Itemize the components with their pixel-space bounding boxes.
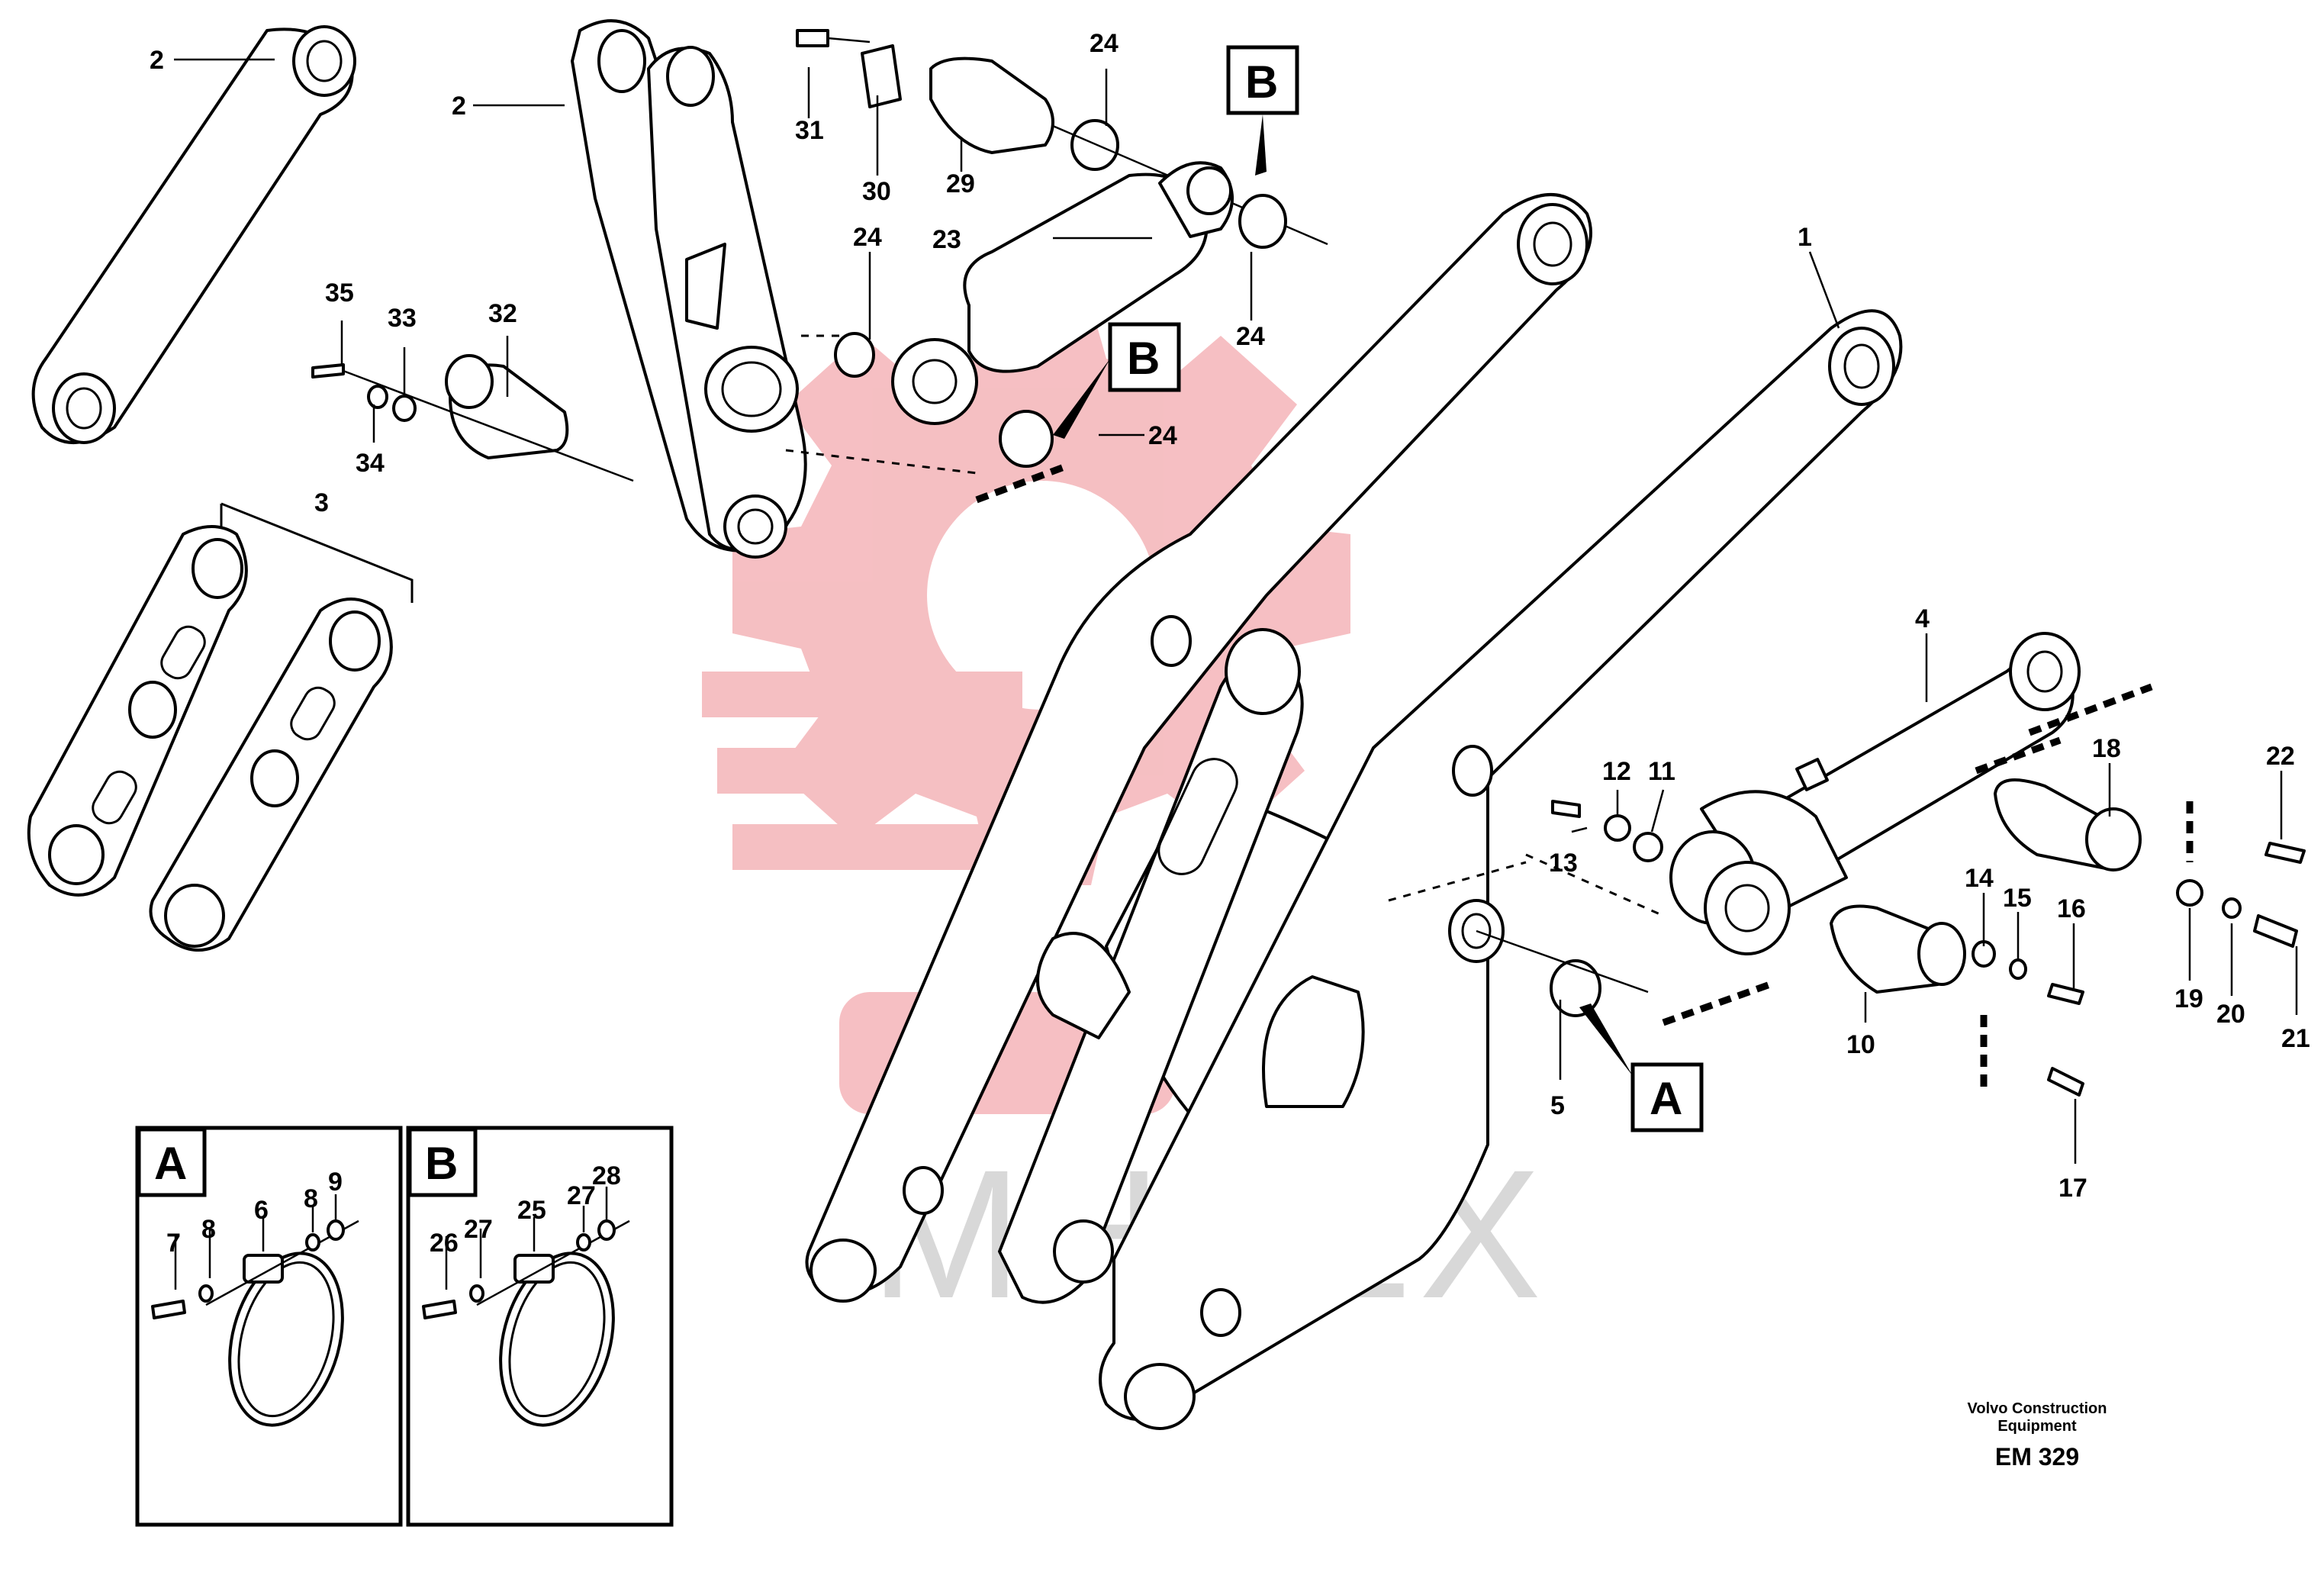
detail-a-label-6: 6 <box>254 1196 269 1225</box>
detail-b-title: B <box>425 1138 458 1189</box>
plates-bracket <box>220 502 414 603</box>
link-assembly-part-2 <box>571 19 807 559</box>
detail-a-label-8-right: 8 <box>304 1184 318 1213</box>
pins-and-bolts-right <box>1448 778 2306 1097</box>
callout-11: 11 <box>1648 757 1675 786</box>
callout-32: 32 <box>488 299 517 328</box>
pin-32-and-bolts <box>311 354 634 482</box>
callout-13: 13 <box>1549 849 1578 878</box>
guide-lines <box>785 334 2194 1091</box>
callout-15: 15 <box>2003 884 2032 913</box>
detail-a-box: A 7 8 6 8 9 <box>135 1126 403 1527</box>
marker-a: A <box>1579 1003 1704 1132</box>
detail-b-label-26: 26 <box>430 1229 459 1258</box>
callout-2-rod: 2 <box>150 46 164 75</box>
callout-21: 21 <box>2281 1024 2310 1053</box>
callout-3: 3 <box>314 488 329 517</box>
svg-text:A: A <box>1650 1073 1682 1124</box>
credit-line-2: Equipment <box>1997 1418 2077 1435</box>
callout-33: 33 <box>388 304 417 333</box>
callout-17: 17 <box>2058 1174 2087 1203</box>
plates-part-3 <box>27 525 393 952</box>
marker-b-mid: B <box>1053 322 1181 439</box>
cylinder-part-4 <box>1669 632 2081 955</box>
callout-24-top: 24 <box>1090 29 1119 58</box>
detail-b-label-27-right: 27 <box>567 1181 596 1210</box>
callout-2-link: 2 <box>452 92 466 121</box>
callout-4: 4 <box>1915 604 1930 633</box>
callout-31: 31 <box>795 116 824 145</box>
detail-a-label-8-left: 8 <box>201 1215 216 1244</box>
callouts: 1 2 2 3 4 5 10 11 12 13 14 15 16 17 18 1… <box>150 29 2310 1203</box>
detail-a-label-9: 9 <box>328 1168 343 1197</box>
svg-text:B: B <box>1245 56 1278 108</box>
link-rod-part-2 <box>31 25 356 444</box>
callout-24-right: 24 <box>1236 322 1265 351</box>
callout-18: 18 <box>2092 734 2121 763</box>
detail-b-label-27-left: 27 <box>464 1215 493 1244</box>
drawing-code: EM 329 <box>1995 1443 2079 1471</box>
callout-22: 22 <box>2266 742 2295 771</box>
callout-35: 35 <box>325 279 354 308</box>
callout-16: 16 <box>2057 894 2086 923</box>
callout-24-mid: 24 <box>1148 421 1177 450</box>
callout-24-left: 24 <box>853 223 882 252</box>
callout-leaders <box>174 58 2298 1164</box>
callout-34: 34 <box>356 449 385 478</box>
callout-14: 14 <box>1965 864 1994 893</box>
callout-1: 1 <box>1798 223 1812 252</box>
credit-line-1: Volvo Construction <box>1968 1400 2107 1417</box>
svg-text:B: B <box>1127 333 1160 384</box>
detail-a-label-7: 7 <box>166 1229 181 1258</box>
callout-12: 12 <box>1602 757 1631 786</box>
marker-b-top: B <box>1226 45 1299 176</box>
callout-23: 23 <box>932 225 961 254</box>
lift-arm-part-1 <box>805 193 1903 1430</box>
callout-5: 5 <box>1550 1091 1565 1120</box>
callout-19: 19 <box>2174 984 2203 1013</box>
callout-20: 20 <box>2216 1000 2245 1029</box>
detail-b-label-25: 25 <box>517 1196 546 1225</box>
callout-30: 30 <box>862 177 891 206</box>
callout-29: 29 <box>946 169 975 198</box>
detail-a-title: A <box>154 1138 187 1189</box>
callout-10: 10 <box>1846 1030 1875 1059</box>
pin-and-cylinder-parts <box>796 29 1328 468</box>
detail-b-box: B 26 27 25 27 28 <box>406 1126 674 1527</box>
detail-b-label-28: 28 <box>592 1161 621 1190</box>
credit-block: Volvo Construction Equipment EM 329 <box>1968 1400 2107 1471</box>
